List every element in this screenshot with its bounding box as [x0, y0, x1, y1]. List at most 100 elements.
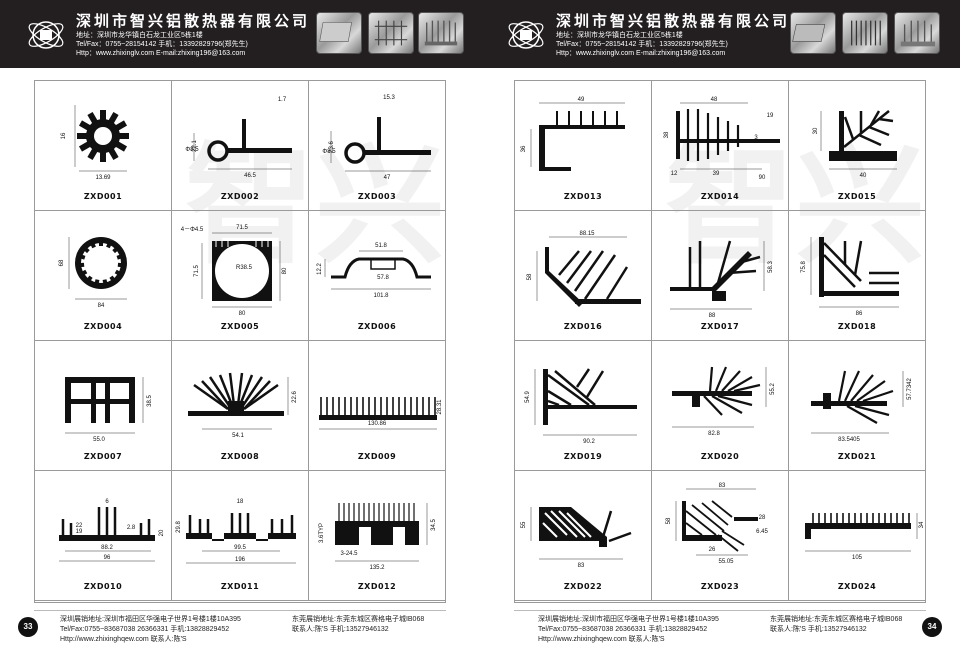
dimension-label: 15.3 [383, 95, 395, 101]
dimension-label: 196 [235, 557, 246, 563]
dimension-label: 22.6 [292, 391, 298, 403]
company-name: 深圳市智兴铝散热器有限公司 [76, 12, 311, 30]
product-code: ZXD006 [357, 322, 397, 331]
dimension-label: 3 [754, 135, 758, 141]
product-code: ZXD016 [563, 322, 603, 331]
dimension-label: 58 [666, 517, 672, 524]
page-number: 33 [18, 617, 38, 637]
dimension-label: 99.5 [234, 545, 246, 551]
dimension-label: 38 [664, 131, 670, 138]
profile-drawing: 57.7342 83.5405 [811, 370, 913, 443]
dimension-label: 22 [76, 523, 83, 529]
footer-tel: Tel/Fax:0755~83687038 26366331 手机:138288… [60, 626, 230, 633]
dimension-label: 58.3 [768, 261, 774, 273]
footer-web: Http://www.zhixinghqew.com 联系人:陈'S [538, 636, 665, 643]
profile-drawing: 55.282.8 [672, 366, 776, 437]
product-code: ZXD015 [837, 192, 877, 201]
dimension-label: 6 [105, 499, 109, 505]
dimension-label: 29.8 [176, 521, 182, 533]
profile-drawing: 22.654.1 [188, 372, 298, 439]
dimension-label: R38.5 [236, 265, 253, 271]
dimension-label: 22.1 [192, 140, 198, 152]
dimension-label: 83 [578, 563, 585, 569]
footer-web: Http://www.zhixinghqew.com 联系人:陈'S [60, 636, 187, 643]
dimension-label: Φ8.5 [185, 147, 199, 153]
dimension-label: 96 [104, 555, 111, 561]
dimension-label: 2.8 [127, 525, 136, 531]
dimension-label: 83.5405 [838, 437, 860, 443]
dimension-label: 57.7342 [907, 378, 913, 400]
dimension-label: 19 [76, 529, 83, 535]
dimension-label: 83 [719, 483, 726, 489]
dimension-label: 28 [759, 515, 766, 521]
dimension-label: 88.15 [579, 231, 595, 237]
company-tel: Tel/Fax：0755~28154142 手机：13392829796(郑先生… [76, 41, 248, 48]
dimension-label: 55.2 [770, 383, 776, 395]
page-number: 34 [922, 617, 942, 637]
footer-address: 深圳展销地址:深圳市福田区华强电子世界1号楼1楼10A395 [538, 616, 719, 623]
footer-address: 深圳展销地址:深圳市福田区华强电子世界1号楼1楼10A395 [60, 616, 241, 623]
dimension-label: 34.5 [431, 519, 437, 531]
dimension-label: 75.8 [801, 261, 807, 273]
product-photo-2 [368, 12, 414, 54]
product-code: ZXD005 [220, 322, 260, 331]
header-right: 深圳市智兴铝散热器有限公司 地址：深圳市龙华镇白石龙工业区5栋1楼 Tel/Fa… [480, 0, 960, 68]
dimension-label: 28.31 [437, 399, 443, 415]
dimension-label: 54.9 [525, 391, 531, 403]
product-code: ZXD013 [563, 192, 603, 201]
product-code: ZXD010 [83, 582, 123, 591]
dimension-label: 88.2 [101, 545, 113, 551]
product-code: ZXD014 [700, 192, 740, 201]
company-logo-icon [508, 21, 544, 49]
company-logo-icon [28, 21, 64, 49]
dimension-label: 4－Φ4.5 [181, 227, 204, 233]
dimension-label: 135.2 [369, 565, 385, 571]
company-name: 深圳市智兴铝散热器有限公司 [556, 12, 791, 30]
product-photo-3 [418, 12, 464, 54]
product-code: ZXD012 [357, 582, 397, 591]
product-photo-4 [790, 12, 836, 54]
product-code: ZXD002 [220, 192, 260, 201]
product-code: ZXD008 [220, 452, 260, 461]
product-code: ZXD011 [220, 582, 260, 591]
product-code: ZXD019 [563, 452, 603, 461]
company-address: 地址：深圳市龙华镇白石龙工业区5栋1楼 [556, 32, 683, 39]
profile-drawing: 58.388 [670, 240, 774, 319]
product-code: ZXD022 [563, 582, 603, 591]
dimension-label: 55.0 [93, 437, 105, 443]
profile-drawing: 15.323.6Φ8.547 [322, 95, 431, 181]
